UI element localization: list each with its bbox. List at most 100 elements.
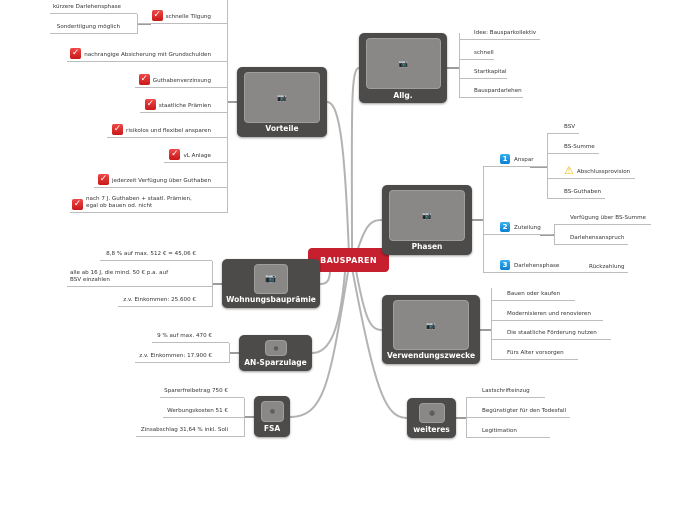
subtopic-label: Werbungskosten 51 €: [167, 408, 228, 415]
subtopic-label: Darlehensphase: [514, 263, 560, 270]
subtopic-label: Darlehensanspruch: [570, 235, 625, 242]
subtopic-label: Begünstigter für den Todesfall: [482, 408, 567, 415]
branch-line: [554, 225, 556, 245]
subtopic[interactable]: ✓jederzeit Verfügung über Guthaben: [94, 172, 227, 188]
subtopic[interactable]: ✓nach 7 J. Guthaben + staatl. Prämien, e…: [70, 193, 227, 213]
subtopic[interactable]: ✓vL Anlage: [164, 147, 227, 163]
subtopic-label: Zuteilung: [514, 225, 541, 232]
subtopic[interactable]: BS-Guthaben: [547, 187, 605, 199]
subtopic-label: alle ab 16 J, die mind. 50 € p.a. auf BS…: [70, 270, 169, 284]
subtopic[interactable]: Darlehensanspruch: [554, 233, 628, 245]
link-wohnung: [319, 269, 331, 285]
subtopic[interactable]: Startkapital: [459, 67, 507, 79]
subtopic[interactable]: ⚠Abschlussprovision: [547, 163, 635, 179]
subtopic[interactable]: Idee: Bausparkollektiv: [459, 28, 540, 40]
branch-line: [212, 261, 214, 307]
topic-verwendungszwecke[interactable]: 📷 Verwendungszwecke: [382, 295, 480, 364]
image-placeholder-icon: ●: [419, 403, 445, 423]
branch-line: [227, 0, 229, 213]
subtopic[interactable]: ✓nachrangige Absicherung mit Grundschuld…: [67, 46, 227, 62]
subtopic[interactable]: Fürs Alter vorsorgen: [491, 348, 578, 360]
branch-line: [483, 167, 485, 273]
subtopic-label: z.v. Einkommen: 17.900 €: [139, 353, 212, 360]
subtopic-label: Rückzahlung: [589, 264, 625, 271]
image-placeholder-icon: 📷: [366, 38, 441, 89]
subtopic[interactable]: Verfügung über BS-Summe: [554, 213, 651, 225]
subtopic[interactable]: 8,8 % auf max. 512 € = 45,06 €: [100, 249, 212, 261]
subtopic[interactable]: z.v. Einkommen: 25.600 €: [118, 295, 212, 307]
branch-line: [229, 343, 231, 363]
checkmark-icon: ✓: [112, 124, 124, 135]
subtopic-label: schnelle Tilgung: [165, 14, 211, 21]
topic-vorteile[interactable]: 📷 Vorteile: [237, 67, 327, 137]
subtopic[interactable]: 9 % auf max. 470 €: [152, 331, 229, 343]
subtopic-label: Anspar: [514, 157, 534, 164]
subtopic-label: Modernisieren und renovieren: [507, 311, 591, 318]
subtopic[interactable]: Sondertilgung möglich: [50, 22, 137, 34]
subtopic[interactable]: ✓Guthabenverzinsung: [135, 72, 227, 88]
checkmark-icon: ✓: [144, 99, 156, 110]
topic-allg[interactable]: 📷 Allg.: [359, 33, 447, 103]
subtopic-label: Zinsabschlag 31,64 % inkl. Soli: [140, 427, 228, 434]
link-an: [311, 271, 346, 354]
checkmark-icon: ✓: [169, 149, 181, 160]
topic-fsa[interactable]: ● FSA: [254, 396, 290, 437]
subtopic[interactable]: 2 Zuteilung: [483, 219, 553, 235]
subtopic-label: vL Anlage: [183, 153, 211, 160]
subtopic[interactable]: ✓schnelle Tilgung: [137, 8, 227, 24]
subtopic[interactable]: alle ab 16 J, die mind. 50 € p.a. auf BS…: [67, 265, 212, 287]
subtopic[interactable]: Werbungskosten 51 €: [163, 406, 244, 418]
checkmark-icon: ✓: [70, 48, 82, 59]
checkmark-icon: ✓: [97, 174, 109, 185]
image-placeholder-icon: ●: [265, 340, 287, 356]
subtopic[interactable]: Bauen oder kaufen: [491, 289, 575, 301]
checkmark-icon: ✓: [151, 10, 163, 21]
image-placeholder-icon: ●: [261, 401, 284, 422]
topic-label: Vorteile: [265, 124, 299, 133]
subtopic-label: Fürs Alter vorsorgen: [507, 350, 564, 357]
subtopic[interactable]: schnell: [459, 48, 494, 60]
subtopic-label: Bauen oder kaufen: [507, 291, 561, 298]
subtopic[interactable]: z.v. Einkommen: 17.900 €: [135, 351, 229, 363]
topic-phasen[interactable]: 📷 Phasen: [382, 185, 472, 255]
image-placeholder-icon: 📷: [254, 264, 288, 294]
topic-label: weiteres: [413, 425, 450, 434]
subtopic[interactable]: BS-Summe: [547, 142, 599, 154]
subtopic[interactable]: Legitimation: [466, 426, 550, 438]
topic-weiteres[interactable]: ● weiteres: [407, 398, 456, 438]
subtopic[interactable]: Rückzahlung: [589, 261, 628, 273]
subtopic[interactable]: Bauspardarlehen: [459, 86, 523, 98]
link-verwendung: [354, 264, 383, 331]
image-placeholder-icon: 📷: [393, 300, 469, 350]
topic-an-sparzulage[interactable]: ● AN-Sparzulage: [239, 335, 312, 371]
topic-wohnungsbaupraemie[interactable]: 📷 Wohnungsbauprämie: [222, 259, 320, 308]
branch-line: [244, 398, 246, 437]
subtopic[interactable]: Modernisieren und renovieren: [491, 309, 603, 321]
subtopic-label: 8,8 % auf max. 512 € = 45,06 €: [106, 251, 196, 258]
subtopic-label: Sparerfreibetrag 750 €: [164, 388, 228, 395]
subtopic[interactable]: ✓risikolos und flexibel ansparen: [107, 122, 227, 138]
subtopic[interactable]: ✓staatliche Prämien: [140, 97, 227, 113]
subtopic-label: Abschlussprovision: [576, 169, 631, 176]
central-topic[interactable]: BAUSPAREN: [308, 248, 389, 272]
topic-label: FSA: [263, 424, 281, 433]
subtopic[interactable]: Begünstigter für den Todesfall: [466, 406, 570, 418]
subtopic[interactable]: Die staatliche Förderung nutzen: [491, 328, 611, 340]
subtopic[interactable]: Lastschrifteinzug: [466, 386, 545, 398]
subtopic[interactable]: Zinsabschlag 31,64 % inkl. Soli: [136, 425, 244, 437]
subtopic-label: Sondertilgung möglich: [56, 24, 120, 31]
subtopic[interactable]: Sparerfreibetrag 750 €: [160, 386, 244, 398]
priority-number-icon: 2: [500, 222, 510, 232]
subtopic[interactable]: BSV: [547, 122, 579, 134]
warning-icon: ⚠: [564, 164, 574, 177]
subtopic-label: Legitimation: [482, 428, 517, 435]
subtopic-label: Startkapital: [474, 69, 507, 76]
subtopic-label: nachrangige Absicherung mit Grundschulde…: [84, 52, 211, 59]
subtopic-label: Idee: Bausparkollektiv: [474, 30, 537, 37]
subtopic[interactable]: kürzere Darlehensphase: [50, 2, 137, 14]
subtopic-label: Die staatliche Förderung nutzen: [507, 330, 597, 337]
branch-line: [491, 288, 493, 360]
subtopic-label: BS-Guthaben: [564, 189, 602, 196]
